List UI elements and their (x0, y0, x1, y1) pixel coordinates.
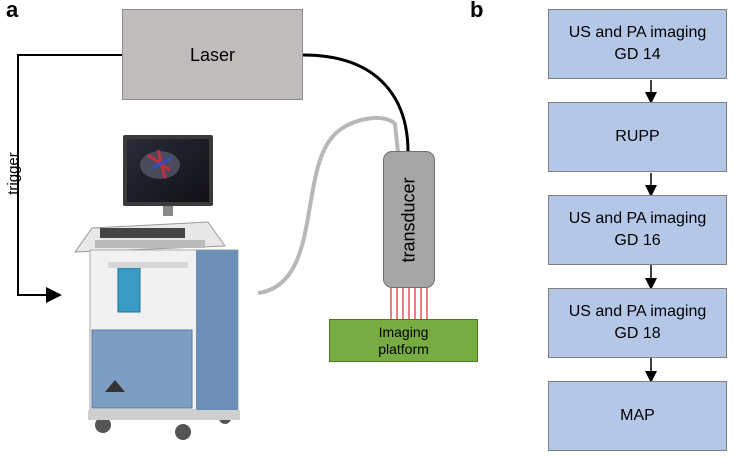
imaging-platform-box: Imaging platform (329, 319, 478, 362)
panel-a-label: a (6, 0, 19, 22)
flow-step-label: US and PA imaging (568, 24, 707, 41)
platform-label-line2: platform (378, 340, 429, 357)
flow-step-label: US and PA imaging (568, 303, 707, 320)
panel-b-label: b (470, 0, 484, 22)
transducer-box: transducer (383, 151, 435, 288)
trigger-label: trigger (4, 152, 22, 195)
flow-step-gd18: US and PA imaging GD 18 (548, 288, 727, 358)
ultrasound-cable (257, 116, 400, 295)
trigger-line (17, 54, 122, 303)
flow-step-label: RUPP (615, 128, 660, 145)
flow-step-label: MAP (620, 407, 655, 424)
flow-step-gd16: US and PA imaging GD 16 (548, 195, 727, 265)
flow-step-rupp: RUPP (548, 102, 727, 172)
flow-step-map: MAP (548, 381, 727, 451)
laser-fiber-cable (302, 53, 410, 153)
platform-label-line1: Imaging (378, 323, 429, 340)
transducer-label: transducer (399, 176, 420, 263)
laser-box: Laser (122, 9, 303, 100)
laser-label: Laser (189, 44, 236, 65)
flow-step-gd14: US and PA imaging GD 14 (548, 9, 727, 79)
ultrasound-machine-image (74, 135, 240, 440)
flow-step-sublabel: GD 14 (614, 46, 661, 63)
flow-step-sublabel: GD 16 (614, 232, 661, 249)
flow-step-label: US and PA imaging (568, 210, 707, 227)
laser-beams (390, 288, 428, 319)
flow-step-sublabel: GD 18 (614, 325, 661, 342)
